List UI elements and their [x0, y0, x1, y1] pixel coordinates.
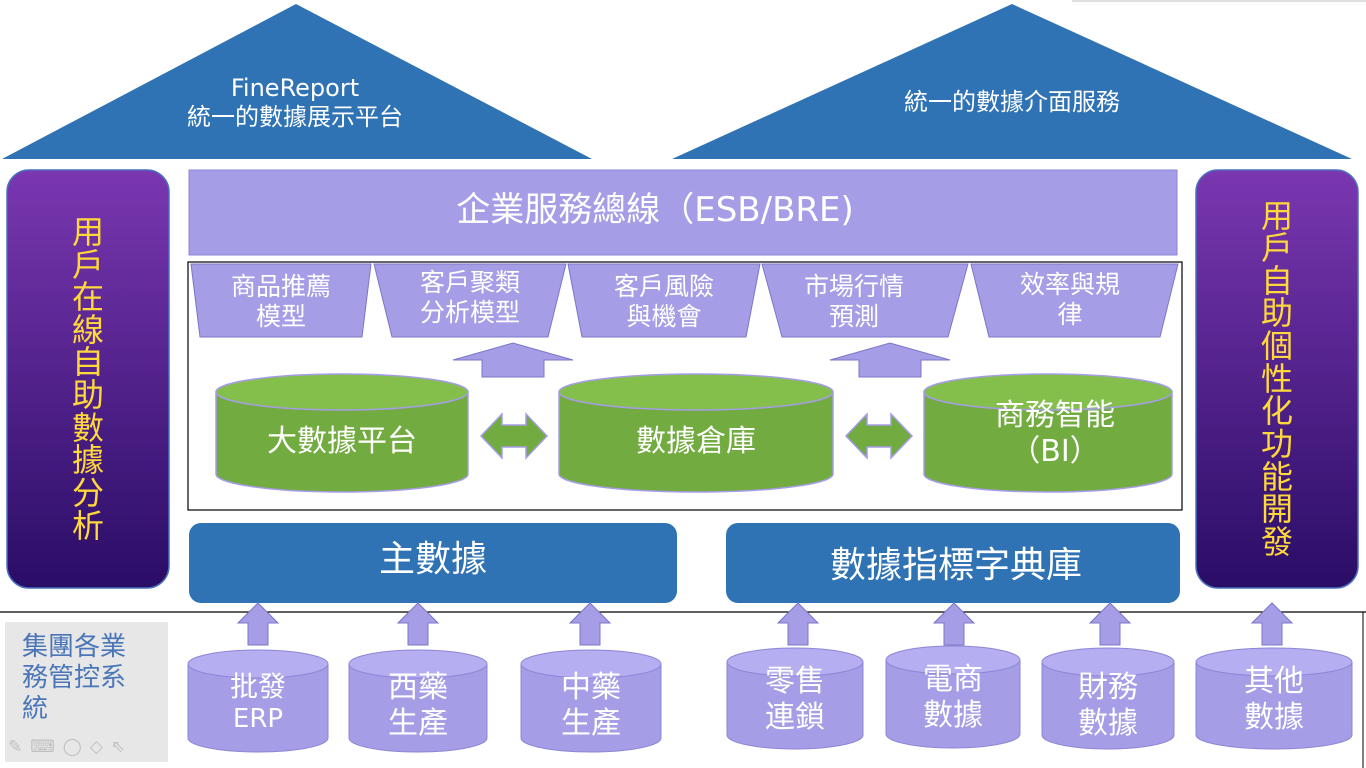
sidebar-char: 用 — [71, 212, 104, 251]
up-arrow — [452, 342, 574, 378]
source-cylinder — [1195, 647, 1353, 750]
source-cylinder — [726, 647, 864, 750]
sidebar-char: 能 — [1260, 457, 1293, 496]
cursor-icon[interactable]: ⇖ — [110, 737, 126, 757]
sidebar-char: 戶 — [1260, 229, 1293, 268]
eraser-icon[interactable]: ◇ — [89, 737, 103, 757]
double-arrow — [844, 412, 914, 460]
source-arrows — [236, 602, 1294, 646]
model-trapezoid — [190, 263, 372, 338]
source-cylinder — [520, 649, 662, 753]
sidebar-char: 助 — [71, 376, 104, 414]
sidebar-char: 助 — [1260, 294, 1293, 333]
annotation-toolbar: ✎ ⌨ ◯ ◇ ⇖ — [8, 734, 164, 760]
sidebar-char: 自 — [1260, 261, 1293, 300]
model-trapezoid — [567, 263, 761, 338]
analytics-frame — [187, 261, 1183, 511]
master-data-bar — [189, 523, 677, 603]
store-cylinder — [215, 373, 469, 493]
bottom-pane-title: 集團各業務管控系統 — [22, 632, 127, 725]
up-arrow — [829, 342, 951, 378]
model-trapezoid — [373, 263, 567, 338]
store-cylinder — [923, 373, 1173, 493]
source-cylinder — [1041, 647, 1175, 750]
store-cylinder — [558, 373, 834, 493]
sidebar-char: 性 — [1260, 359, 1293, 398]
lasso-icon[interactable]: ◯ — [62, 737, 82, 757]
keyboard-icon[interactable]: ⌨ — [30, 737, 55, 757]
sidebar-char: 功 — [1260, 424, 1293, 463]
model-trapezoid — [970, 263, 1179, 338]
sidebar-char: 化 — [1260, 392, 1293, 431]
sidebar-char: 線 — [71, 310, 104, 349]
sidebar-right-text: 用 戶 自 助 個 性 化 功 能 開 發 — [1196, 174, 1358, 584]
pencil-icon[interactable]: ✎ — [8, 737, 23, 757]
sidebar-char: 在 — [71, 278, 104, 317]
sidebar-char: 發 — [1260, 522, 1293, 561]
corner-box — [1072, 0, 1366, 2]
bottom-pane — [5, 622, 168, 762]
sidebar-char: 用 — [1260, 196, 1293, 235]
sidebar-left-text: 用 戶 在 線 自 助 數 據 分 析 — [7, 178, 169, 580]
esb-bar — [188, 169, 1178, 256]
dictionary-bar — [726, 523, 1180, 603]
sidebar-char: 自 — [71, 343, 104, 382]
sidebar-char: 開 — [1260, 490, 1293, 529]
source-cylinder — [885, 645, 1021, 749]
sidebar-char: 個 — [1260, 327, 1293, 366]
sidebar-char: 據 — [71, 441, 104, 480]
source-cylinder — [348, 649, 488, 753]
sidebar-right — [1195, 169, 1359, 589]
roof-right — [672, 4, 1352, 159]
sidebar-left — [6, 169, 170, 589]
roof-left — [2, 4, 592, 159]
sidebar-char: 數 — [71, 408, 104, 447]
model-trapezoid — [761, 263, 969, 338]
sidebar-char: 戶 — [71, 245, 104, 284]
sidebar-char: 分 — [71, 473, 104, 512]
sidebar-char: 析 — [71, 506, 104, 545]
double-arrow — [479, 412, 549, 460]
source-cylinder — [187, 649, 329, 753]
